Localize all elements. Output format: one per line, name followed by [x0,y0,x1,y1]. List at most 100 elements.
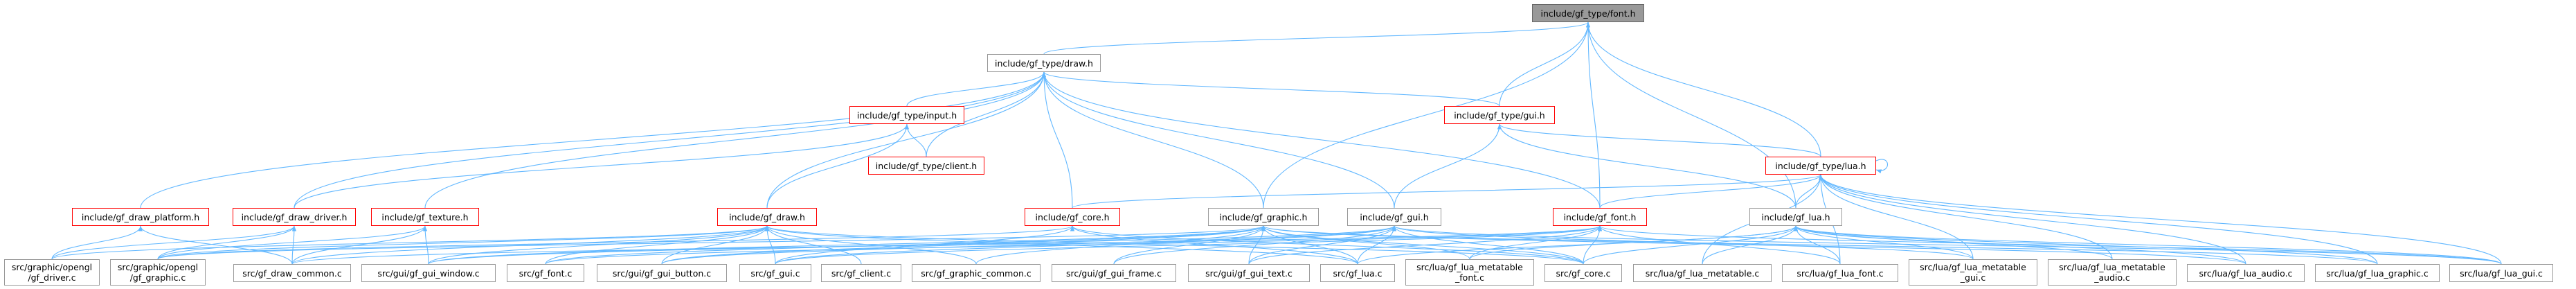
include-edge-opengl_graphic-to-draw_h [157,225,769,260]
include-edge-draw_common-to-draw_platform [138,225,293,265]
node-src-opengl-driver[interactable]: src/graphic/opengl /gf_driver.c [4,259,100,286]
include-edge-gui_window-to-graphic_h [428,225,1266,265]
include-edge-lua_graphic-to-lua_h [1794,225,2378,265]
node-src-lua-metatable-audio[interactable]: src/lua/gf_lua_metatable _audio.c [2048,259,2177,286]
include-edge-draw_common-to-draw_driver [291,225,297,265]
node-root-font-header[interactable]: include/gf_type/font.h [1532,4,1644,22]
include-edge-gui_window-to-draw_h [428,225,769,265]
include-edge-gui_h-to-draw_t [1041,71,1395,209]
node-font-header[interactable]: include/gf_font.h [1553,208,1647,226]
include-edge-lua_metatable_font-to-font_h [1469,225,1603,260]
node-src-lua-metatable[interactable]: src/lua/gf_lua_metatable.c [1633,264,1772,282]
include-edge-draw_h-to-draw_t [766,71,1047,209]
include-edge-lua-type-self-loop [1875,159,1888,174]
include-edge-input_t-to-draw_t [906,71,1047,107]
node-type-client-header[interactable]: include/gf_type/client.h [868,157,984,175]
include-edge-lua_gui-to-font_h [1598,225,2502,265]
include-edge-core_c-to-gui_h [1391,225,1584,265]
include-edge-lua_metatable_gui-to-lua_t [1818,174,1974,260]
include-edge-client_c-to-draw_h [764,225,862,265]
include-edge-client_t-to-input_t [904,123,927,157]
node-lua-header[interactable]: include/gf_lua.h [1749,208,1842,226]
include-edge-gui_c-to-font_h [775,225,1602,265]
include-edge-gui_window-to-texture [422,225,429,265]
node-src-lua-metatable-font[interactable]: src/lua/gf_lua_metatable _font.c [1405,259,1534,286]
include-edge-draw_driver-to-input_t [294,123,909,209]
include-edge-graphic_h-to-root [1263,21,1591,209]
include-edge-gui_t-to-draw_t [1042,71,1500,107]
include-edge-lua_c-to-graphic_h [1261,225,1358,265]
include-edge-font_h-to-lua_t [1599,174,1823,209]
include-edge-draw_driver-to-draw_t [294,71,1046,209]
include-edge-opengl_graphic-to-draw_driver [157,225,297,260]
node-texture-header[interactable]: include/gf_texture.h [371,208,479,226]
node-src-gui-button[interactable]: src/gui/gf_gui_button.c [597,264,727,282]
include-edge-graphic_h-to-draw_t [1041,71,1264,209]
include-edge-core_c-to-lua_h [1583,225,1798,265]
node-src-client[interactable]: src/gf_client.c [821,264,901,282]
node-src-opengl-graphic[interactable]: src/graphic/opengl /gf_graphic.c [110,259,206,286]
node-type-input-header[interactable]: include/gf_type/input.h [849,106,964,124]
node-src-lua-metatable-gui[interactable]: src/lua/gf_lua_metatable _gui.c [1909,259,2037,286]
node-src-lua-font[interactable]: src/lua/gf_lua_font.c [1782,264,1898,282]
include-edge-draw_common-to-font_h [291,225,1602,265]
include-edge-opengl_driver-to-draw_platform [51,225,143,260]
include-edge-opengl_driver-to-draw_h [51,225,769,260]
node-type-draw-header[interactable]: include/gf_type/draw.h [987,54,1101,72]
include-edge-lua_metatable-to-lua_h [1702,225,1799,265]
include-edge-lua_metatable_font-to-lua_h [1469,225,1798,260]
include-edge-opengl_driver-to-draw_driver [51,225,296,260]
node-draw-platform-header[interactable]: include/gf_draw_platform.h [72,208,209,226]
include-edge-lua_font-to-lua_h [1793,225,1841,265]
include-edge-draw_common-to-draw_h [291,225,769,265]
node-src-lua[interactable]: src/gf_lua.c [1320,264,1395,282]
include-edge-lua_t-to-root [1585,21,1821,157]
node-graphic-header[interactable]: include/gf_graphic.h [1208,208,1319,226]
include-edge-gui_text-to-gui_h [1248,225,1397,265]
node-type-lua-header[interactable]: include/gf_type/lua.h [1765,157,1876,175]
node-draw-driver-header[interactable]: include/gf_draw_driver.h [233,208,356,226]
node-src-lua-gui[interactable]: src/lua/gf_lua_gui.c [2449,264,2553,282]
include-edge-texture-to-draw_t [424,71,1047,209]
include-edge-lua_graphic-to-lua_t [1819,174,2378,265]
include-edge-core_h-to-lua_t [1072,174,1823,209]
include-edge-core_h-to-draw_t [1041,71,1073,209]
node-src-font[interactable]: src/gf_font.c [507,264,584,282]
include-edge-lua_audio-to-lua_t [1818,174,2246,265]
include-edge-opengl_graphic-to-texture [157,225,427,260]
include-edge-gui_window-to-gui_h [428,225,1396,265]
node-src-draw-common[interactable]: src/gf_draw_common.c [233,264,351,282]
include-edge-font_c-to-draw_h [545,225,769,265]
node-src-lua-graphic[interactable]: src/lua/gf_lua_graphic.c [2315,264,2440,282]
include-edge-core_c-to-core_h [1070,225,1584,265]
include-edge-lua_metatable_gui-to-gui_h [1392,225,1974,260]
node-src-gui[interactable]: src/gf_gui.c [739,264,811,282]
include-edge-graphic_common-to-draw_h [765,225,977,265]
node-src-gui-window[interactable]: src/gui/gf_gui_window.c [361,264,496,282]
node-gui-header[interactable]: include/gf_gui.h [1347,208,1441,226]
include-edge-draw_common-to-texture [291,225,428,265]
include-edge-draw_platform-to-draw_t [140,71,1046,209]
include-edge-draw_h-to-input_t [766,123,910,209]
include-edge-gui_t-to-root [1499,21,1591,107]
node-core-header[interactable]: include/gf_core.h [1025,208,1120,226]
node-draw-header[interactable]: include/gf_draw.h [717,208,817,226]
include-edge-gui_button-to-draw_h [661,225,770,265]
include-edge-lua_c-to-core_h [1070,225,1358,265]
node-src-gui-text[interactable]: src/gui/gf_gui_text.c [1188,264,1310,282]
node-type-gui-header[interactable]: include/gf_type/gui.h [1444,106,1555,124]
include-edge-font_h-to-root [1585,21,1601,209]
dependency-edges [51,21,2502,265]
include-edge-client_t-to-draw_t [926,71,1047,157]
node-src-gui-frame[interactable]: src/gui/gf_gui_frame.c [1052,264,1176,282]
include-edge-lua_h-to-gui_t [1497,123,1796,209]
include-edge-gui_frame-to-gui_h [1113,225,1396,265]
node-src-core[interactable]: src/gf_core.c [1544,264,1622,282]
include-edge-lua_metatable_gui-to-lua_h [1794,225,1974,260]
include-edge-lua_audio-to-lua_h [1794,225,2246,265]
include-edge-lua_gui-to-lua_h [1794,225,2502,265]
node-src-graphic-common[interactable]: src/gf_graphic_common.c [912,264,1041,282]
node-src-lua-audio[interactable]: src/lua/gf_lua_audio.c [2187,264,2305,282]
include-edge-opengl_graphic-to-core_h [157,225,1074,260]
